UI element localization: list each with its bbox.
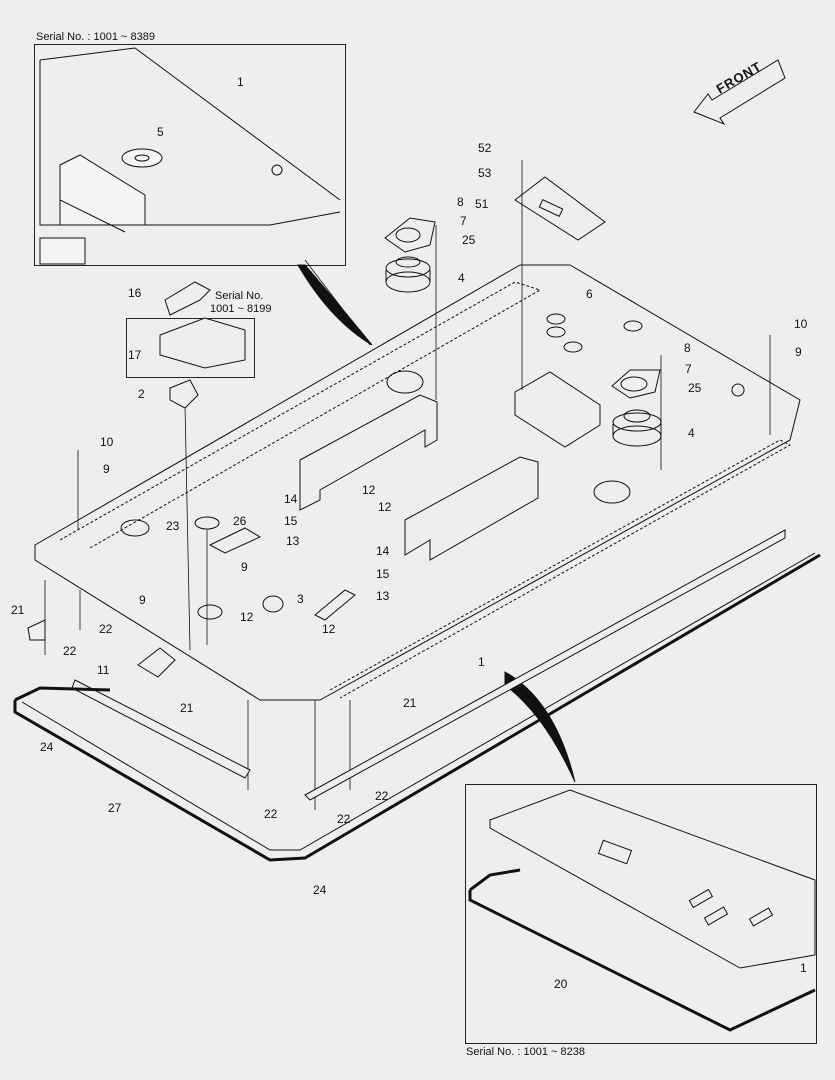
callout-22-c: 22 bbox=[264, 807, 278, 821]
callout-12-b: 12 bbox=[378, 500, 392, 514]
callout-8-left: 8 bbox=[457, 195, 464, 209]
rubber-bushings bbox=[546, 313, 643, 353]
callout-26: 26 bbox=[233, 514, 247, 528]
callout-21-right: 21 bbox=[403, 696, 417, 710]
callout-15-upper: 15 bbox=[284, 514, 298, 528]
callout-17: 17 bbox=[128, 348, 142, 362]
callout-4-left: 4 bbox=[458, 271, 465, 285]
callout-5: 5 bbox=[157, 125, 164, 139]
callout-7-left: 7 bbox=[460, 214, 467, 228]
top-inset-plate bbox=[39, 47, 341, 265]
callout-10-right: 10 bbox=[794, 317, 808, 331]
callout-25-left: 25 bbox=[462, 233, 476, 247]
callout-curve-bottom bbox=[504, 671, 576, 783]
callout-curve-top bbox=[297, 264, 373, 346]
leader-lines bbox=[44, 160, 771, 810]
callout-9-right: 9 bbox=[795, 345, 802, 359]
callout-1-bottom-inset: 1 bbox=[800, 961, 807, 975]
callout-8-right: 8 bbox=[684, 341, 691, 355]
box-bracket bbox=[514, 371, 601, 448]
callout-11: 11 bbox=[97, 663, 110, 677]
mid-serial-label-line1: Serial No. bbox=[215, 290, 264, 302]
callout-20: 20 bbox=[554, 977, 568, 991]
callout-14-upper: 14 bbox=[284, 492, 298, 506]
callout-51: 51 bbox=[475, 197, 489, 211]
channel-bars bbox=[299, 394, 539, 561]
callout-9-left: 9 bbox=[103, 462, 110, 476]
callout-16: 16 bbox=[128, 286, 142, 300]
callout-1-top-inset: 1 bbox=[237, 75, 244, 89]
callout-13-upper: 13 bbox=[286, 534, 300, 548]
floor-mat-frame bbox=[13, 552, 821, 862]
callout-9-mid-a: 9 bbox=[241, 560, 248, 574]
callout-52: 52 bbox=[478, 141, 492, 155]
plate-51 bbox=[514, 176, 606, 241]
top-inset-serial-label: Serial No. : 1001 ~ 8389 bbox=[36, 31, 155, 43]
callout-10-left: 10 bbox=[100, 435, 114, 449]
callout-24-right: 24 bbox=[313, 883, 327, 897]
callout-12-c: 12 bbox=[240, 610, 254, 624]
callout-6: 6 bbox=[586, 287, 593, 301]
mount-plates bbox=[384, 217, 661, 399]
callout-7-right: 7 bbox=[685, 362, 692, 376]
callout-9-mid-b: 9 bbox=[139, 593, 146, 607]
callout-12-d: 12 bbox=[322, 622, 336, 636]
side-rails bbox=[27, 529, 786, 801]
callout-2: 2 bbox=[138, 387, 145, 401]
callout-25-right: 25 bbox=[688, 381, 702, 395]
callout-24-left: 24 bbox=[40, 740, 54, 754]
callout-3: 3 bbox=[297, 592, 304, 606]
callout-14-lower: 14 bbox=[376, 544, 390, 558]
callout-13-lower: 13 bbox=[376, 589, 390, 603]
callout-21-left: 21 bbox=[11, 603, 25, 617]
bottom-inset-plate bbox=[468, 789, 816, 1032]
callout-22-d: 22 bbox=[375, 789, 389, 803]
front-arrow-icon bbox=[693, 59, 786, 126]
mid-serial-label-line2: 1001 ~ 8199 bbox=[210, 303, 272, 315]
bottom-inset-serial-label: Serial No. : 1001 ~ 8238 bbox=[466, 1046, 585, 1058]
callout-4-right: 4 bbox=[688, 426, 695, 440]
small-hardware bbox=[120, 281, 356, 678]
callout-15-lower: 15 bbox=[376, 567, 390, 581]
callout-22-e: 22 bbox=[337, 812, 351, 826]
callout-22-b: 22 bbox=[63, 644, 77, 658]
main-floor-plate bbox=[34, 264, 801, 701]
callout-1-mid: 1 bbox=[478, 655, 485, 669]
callout-12-a: 12 bbox=[362, 483, 376, 497]
callout-27: 27 bbox=[108, 801, 122, 815]
callout-23: 23 bbox=[166, 519, 180, 533]
top-inset-frame bbox=[34, 44, 346, 266]
callout-22-a: 22 bbox=[99, 622, 113, 636]
callout-53: 53 bbox=[478, 166, 492, 180]
callout-21-mid: 21 bbox=[180, 701, 194, 715]
